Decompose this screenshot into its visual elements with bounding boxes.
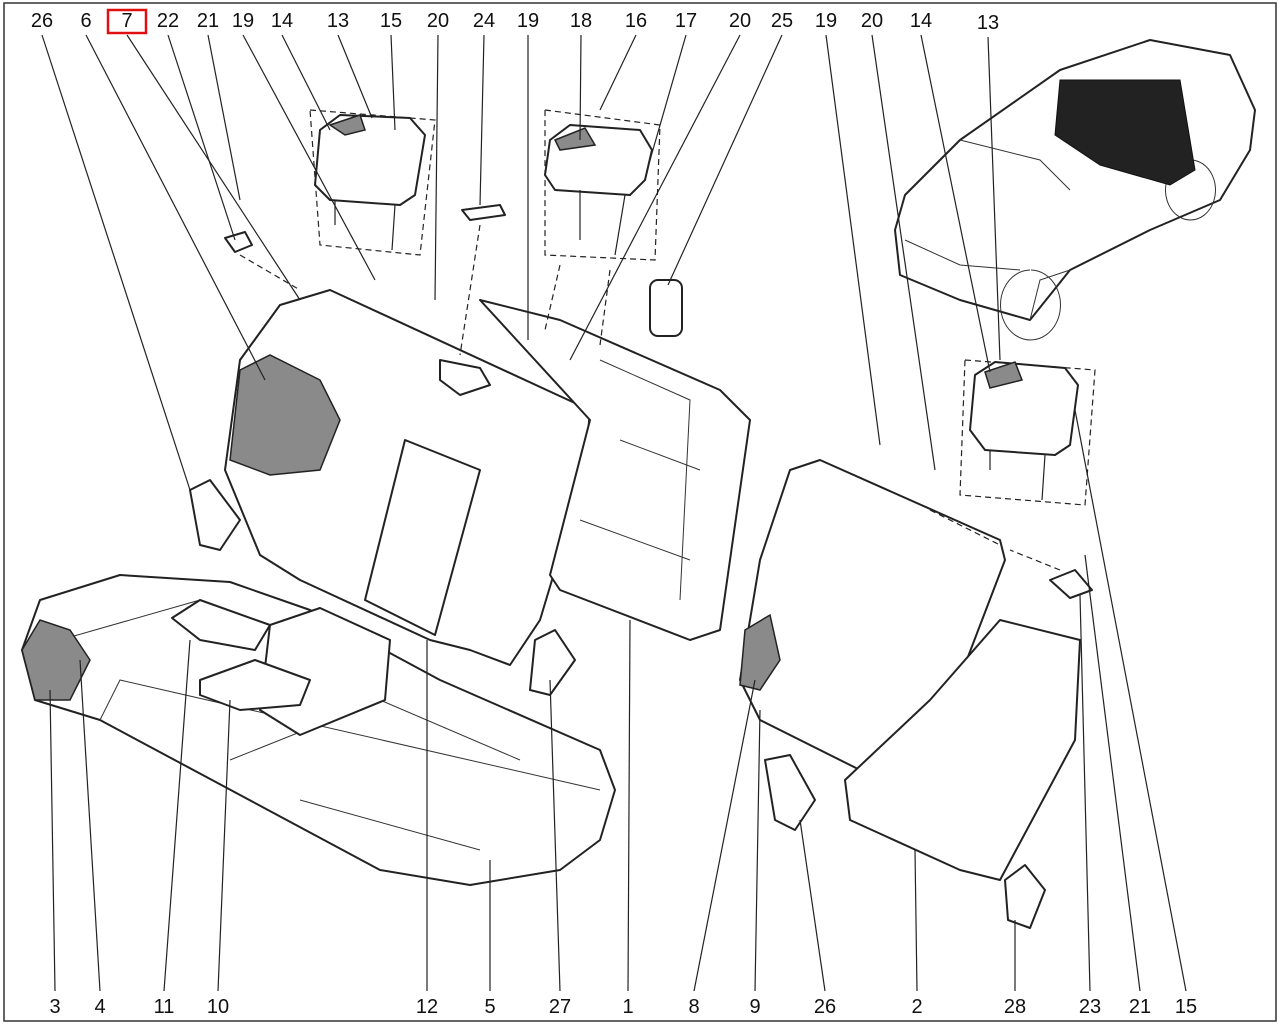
- leader-line: [390, 34, 396, 131]
- leader-line: [281, 34, 331, 131]
- leader-line: [667, 34, 783, 286]
- leader-line: [126, 34, 301, 301]
- leader-line: [825, 34, 881, 446]
- part-label-22: 22: [157, 10, 179, 32]
- backrest-frame: [479, 299, 751, 641]
- part-label-10: 10: [207, 996, 229, 1018]
- leader-line: [79, 659, 101, 992]
- part-label-26: 26: [814, 996, 836, 1018]
- part-label-7: 7: [121, 10, 132, 32]
- part-label-15: 15: [380, 10, 402, 32]
- part-label-15: 15: [1175, 996, 1197, 1018]
- leader-line: [1084, 554, 1141, 992]
- leader-line: [85, 34, 266, 381]
- part-label-11: 11: [154, 996, 175, 1018]
- leader-line: [167, 34, 236, 241]
- part-label-1: 1: [622, 996, 633, 1018]
- part-label-13: 13: [327, 10, 349, 32]
- leader-line: [754, 709, 761, 992]
- part-label-18: 18: [570, 10, 592, 32]
- leader-line: [549, 679, 561, 992]
- leader-line: [242, 34, 376, 281]
- leader-lines: [41, 34, 1187, 992]
- part-label-19: 19: [815, 10, 837, 32]
- seat-cushion: [21, 574, 616, 886]
- leader-line: [579, 34, 582, 141]
- leader-line: [799, 819, 826, 992]
- leader-line: [1079, 594, 1091, 992]
- car-thumbnail: [894, 39, 1256, 341]
- part-label-13: 13: [977, 12, 999, 34]
- part-label-6: 6: [80, 10, 91, 32]
- leader-line: [627, 619, 631, 992]
- leader-line: [914, 849, 918, 992]
- leader-line: [569, 34, 741, 361]
- headrests: [314, 114, 1079, 501]
- part-label-24: 24: [473, 10, 495, 32]
- part-label-26: 26: [31, 10, 53, 32]
- armrest: [171, 599, 391, 736]
- leader-line: [49, 689, 56, 992]
- left-backrest: [224, 289, 591, 666]
- diagram-frame: [3, 2, 1277, 1022]
- dashed-group-lines: [239, 109, 1096, 571]
- part-label-21: 21: [197, 10, 219, 32]
- part-label-20: 20: [729, 10, 751, 32]
- leader-line: [207, 34, 241, 201]
- part-label-19: 19: [232, 10, 254, 32]
- right-backrest: [739, 459, 1081, 881]
- part-label-12: 12: [416, 996, 438, 1018]
- part-label-28: 28: [1004, 996, 1026, 1018]
- part-label-19: 19: [517, 10, 539, 32]
- leader-line: [693, 679, 756, 992]
- leader-line: [871, 34, 936, 471]
- part-label-14: 14: [271, 10, 293, 32]
- part-label-9: 9: [749, 996, 760, 1018]
- part-label-14: 14: [910, 10, 932, 32]
- leader-line: [599, 34, 637, 111]
- part-label-5: 5: [484, 996, 495, 1018]
- part-label-21: 21: [1129, 996, 1151, 1018]
- part-label-25: 25: [771, 10, 793, 32]
- leader-line: [41, 34, 191, 491]
- part-label-4: 4: [94, 996, 105, 1018]
- part-label-8: 8: [688, 996, 699, 1018]
- highlight-box: [106, 8, 148, 35]
- leader-line: [1074, 409, 1187, 992]
- brackets: [189, 231, 1093, 929]
- part-label-20: 20: [427, 10, 449, 32]
- leader-line: [217, 699, 231, 992]
- part-label-23: 23: [1079, 996, 1101, 1018]
- leader-line: [987, 36, 1001, 361]
- part-label-16: 16: [625, 10, 647, 32]
- leader-line: [479, 34, 485, 206]
- part-label-27: 27: [549, 996, 571, 1018]
- part-label-17: 17: [675, 10, 697, 32]
- leader-line: [163, 639, 191, 992]
- part-label-3: 3: [49, 996, 60, 1018]
- part-label-20: 20: [861, 10, 883, 32]
- leader-line: [337, 34, 373, 119]
- leader-line: [649, 34, 687, 161]
- leader-line: [434, 34, 439, 301]
- part-label-2: 2: [911, 996, 922, 1018]
- leader-line: [920, 34, 991, 373]
